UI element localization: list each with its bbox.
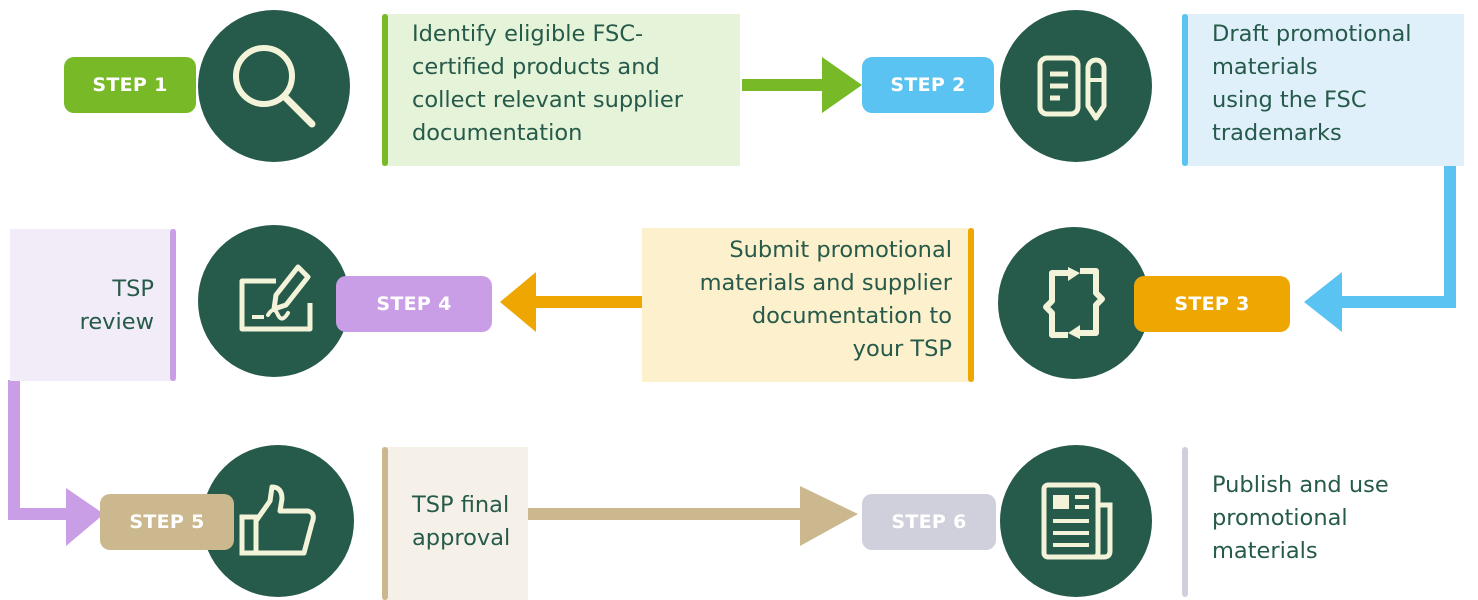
step-6-icon-circle bbox=[1000, 445, 1152, 597]
step-5-label: STEP 5 bbox=[100, 494, 234, 550]
step-6-text: Publish and use promotional materials bbox=[1212, 472, 1389, 564]
step-1-text: Identify eligible FSC- certified product… bbox=[412, 21, 683, 146]
step-4-text: TSP review bbox=[79, 276, 154, 335]
step-2-icon-circle bbox=[1000, 10, 1152, 162]
step-3-box-bar bbox=[968, 228, 974, 382]
step-3-icon-circle bbox=[998, 227, 1150, 379]
arrow-4-5-down bbox=[8, 380, 20, 520]
step-4-description: TSP review bbox=[10, 229, 176, 381]
arrow-5-6-shaft bbox=[527, 508, 809, 520]
signature-icon bbox=[239, 264, 313, 332]
step-3-description: Submit promotional materials and supplie… bbox=[642, 228, 974, 382]
step-6-description: Publish and use promotional materials bbox=[1182, 447, 1462, 597]
step-2-label: STEP 2 bbox=[862, 57, 994, 113]
step-1-description: Identify eligible FSC- certified product… bbox=[382, 14, 740, 166]
magnifier-icon bbox=[233, 45, 316, 128]
step-4-label: STEP 4 bbox=[336, 276, 492, 332]
step-5-description: TSP final approval bbox=[382, 447, 528, 600]
step-1-box-bar bbox=[382, 14, 388, 166]
arrow-1-2-shaft bbox=[742, 79, 824, 91]
step-3-text: Submit promotional materials and supplie… bbox=[699, 237, 952, 362]
arrow-2-3-shaft bbox=[1338, 296, 1456, 308]
arrow-3-4-head bbox=[500, 272, 536, 332]
arrow-3-4-shaft bbox=[530, 296, 642, 308]
step-1-label: STEP 1 bbox=[64, 57, 196, 113]
step-2-description: Draft promotional materials using the FS… bbox=[1182, 14, 1464, 166]
step-5-box-bar bbox=[382, 447, 388, 600]
arrow-2-3-down bbox=[1444, 166, 1456, 308]
arrow-4-5-head bbox=[66, 488, 104, 546]
swap-arrows-icon bbox=[1043, 267, 1105, 339]
arrow-4-5-shaft bbox=[8, 508, 72, 520]
step-2-text: Draft promotional materials using the FS… bbox=[1212, 21, 1412, 146]
arrow-2-3-head bbox=[1304, 272, 1342, 332]
step-6-box-bar bbox=[1182, 447, 1188, 597]
step-1-icon-circle bbox=[198, 10, 350, 162]
arrow-1-2-head bbox=[822, 57, 862, 113]
step-4-icon-circle bbox=[198, 225, 350, 377]
arrow-5-6-head bbox=[800, 486, 858, 546]
step-3-label: STEP 3 bbox=[1134, 276, 1290, 332]
step-4-box-bar bbox=[170, 229, 176, 381]
step-6-label: STEP 6 bbox=[862, 494, 996, 550]
newspaper-icon bbox=[1041, 482, 1113, 560]
step-5-text: TSP final approval bbox=[412, 492, 511, 551]
step-2-box-bar bbox=[1182, 14, 1188, 166]
thumbs-up-icon bbox=[239, 484, 316, 556]
document-pen-icon bbox=[1037, 55, 1107, 121]
